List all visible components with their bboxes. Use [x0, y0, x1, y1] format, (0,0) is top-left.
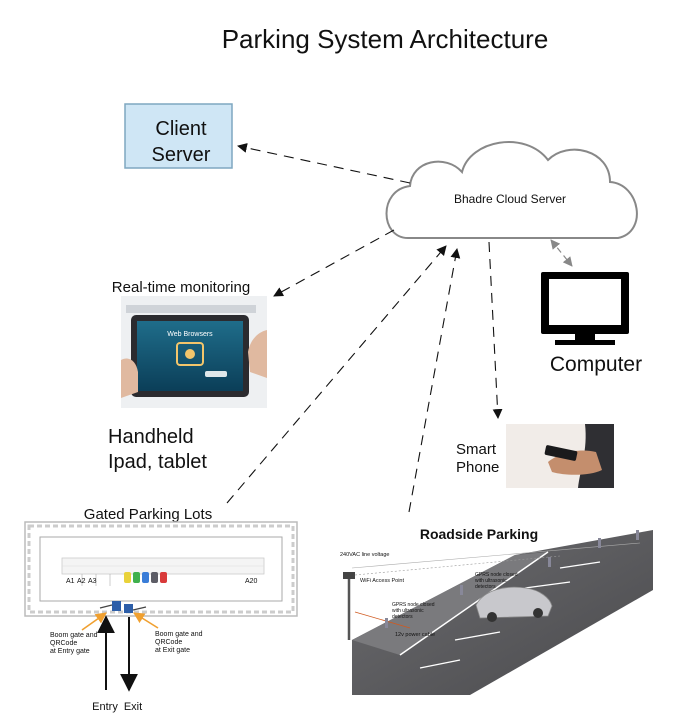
arrow-cloud-to-client	[237, 143, 411, 184]
svg-text:at Entry gate: at Entry gate	[50, 648, 90, 655]
svg-text:with ultrasonic: with ultrasonic	[392, 608, 424, 614]
svg-text:detectors: detectors	[475, 584, 496, 590]
client-server-node: Client Server	[124, 103, 233, 169]
svg-text:detectors: detectors	[392, 614, 413, 620]
client-server-box	[124, 103, 233, 169]
power-annotation: 12v power cable	[395, 632, 435, 638]
exit-gate-note: Boom gate and QRCode at Exit gate	[155, 631, 203, 654]
slot-label-a1: A1	[66, 578, 75, 585]
power-cable	[354, 611, 411, 629]
arrow-gated-to-cloud	[226, 245, 447, 504]
svg-text:QRCode: QRCode	[155, 639, 182, 646]
parked-cars	[124, 572, 167, 583]
gate-kiosk-icon	[99, 601, 147, 613]
street-lamp-icon	[343, 572, 355, 640]
svg-text:GPRS node closed: GPRS node closed	[475, 572, 518, 578]
svg-text:with ultrasonic: with ultrasonic	[475, 578, 507, 584]
computer-label: Computer	[550, 353, 642, 376]
cloud-server-node: Bhadre Cloud Server	[385, 141, 638, 239]
monitoring-node: Real-time monitoring Web Browsers	[112, 279, 267, 408]
roadside-parking-node: Roadside Parking	[335, 526, 653, 695]
smartphone-photo	[506, 424, 614, 488]
gated-parking-label: Gated Parking Lots	[84, 506, 212, 523]
smartphone-line1: Smart	[456, 441, 497, 458]
svg-text:GPRS node closed: GPRS node closed	[392, 602, 435, 608]
slot-label-a3: A3	[88, 578, 97, 585]
web-browsers-screen-text: Web Browsers	[167, 331, 213, 338]
cloud-server-label: Bhadre Cloud Server	[454, 192, 566, 206]
roadside-illustration: 240VAC line voltage WiFi Access Point GP…	[335, 530, 653, 695]
slot-label-a20: A20	[245, 578, 258, 585]
entry-gate-note: Boom gate and QRCode at Entry gate	[50, 632, 98, 655]
cloud-icon	[385, 141, 638, 239]
svg-text:at Exit gate: at Exit gate	[155, 647, 190, 654]
handheld-caption: Handheld Ipad, tablet	[108, 426, 207, 473]
sensor-annotation-2: GPRS node closed with ultrasonic detecto…	[475, 572, 518, 590]
handheld-line2: Ipad, tablet	[108, 451, 207, 473]
voltage-annotation: 240VAC line voltage	[340, 552, 389, 558]
svg-text:Boom gate and: Boom gate and	[50, 632, 98, 639]
client-server-label-line2: Server	[152, 144, 211, 166]
client-server-label-line1: Client	[155, 118, 207, 140]
handheld-line1: Handheld	[108, 426, 194, 448]
svg-text:Boom gate and: Boom gate and	[155, 631, 203, 638]
car-icon	[475, 586, 553, 622]
arrow-cloud-to-smartphone	[488, 241, 503, 419]
sensor-posts	[385, 530, 639, 628]
wifi-annotation: WiFi Access Point	[360, 578, 404, 584]
exit-gate-callout	[133, 612, 159, 629]
tablet-photo: Web Browsers	[121, 296, 267, 408]
entry-label: Entry	[92, 701, 118, 713]
monitor-icon	[541, 272, 629, 345]
roadside-parking-label: Roadside Parking	[420, 526, 538, 542]
svg-text:QRCode: QRCode	[50, 640, 77, 647]
monitoring-label: Real-time monitoring	[112, 279, 250, 296]
smartphone-line2: Phone	[456, 459, 499, 476]
computer-node: Computer	[541, 272, 642, 376]
arrow-roadside-to-cloud	[408, 248, 461, 513]
gated-parking-node: Gated Parking Lots A1 A2 A3 A20	[24, 506, 298, 713]
sensor-annotation-1: GPRS node closed with ultrasonic detecto…	[392, 602, 435, 620]
arrow-cloud-to-monitoring	[273, 229, 395, 297]
slot-label-a2: A2	[77, 578, 86, 585]
connections	[226, 143, 503, 513]
page-title: Parking System Architecture	[222, 24, 549, 54]
arrow-cloud-computer	[550, 239, 573, 267]
smartphone-node: Smart Phone	[456, 424, 614, 488]
parking-lot-plan: A1 A2 A3 A20	[24, 521, 298, 617]
exit-label: Exit	[124, 701, 142, 713]
